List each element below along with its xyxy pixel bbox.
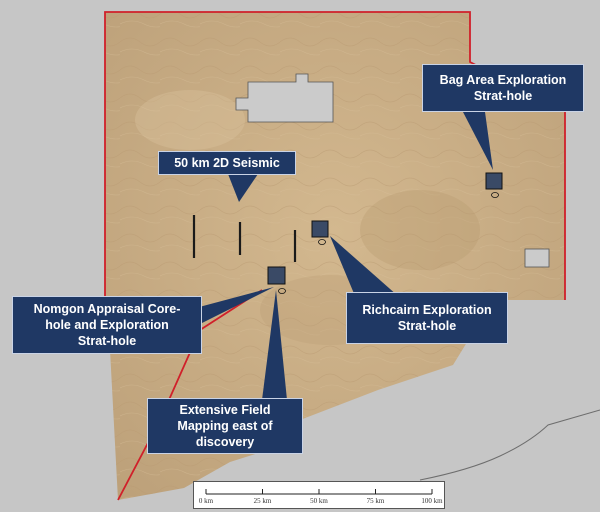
callout-text-line: Bag Area Exploration [439, 73, 567, 87]
scale-label: 50 km [310, 497, 328, 505]
callout-text-line: discovery [195, 435, 255, 449]
callout-pointer-mapping [262, 290, 287, 400]
callout-text-line: Nomgon Appraisal Core- [33, 302, 181, 316]
bag-area-drill-site [485, 172, 503, 190]
callout-seismic: 50 km 2D Seismic [158, 151, 296, 175]
callout-pointer-richcairn [330, 236, 398, 296]
terrain-texture [105, 12, 565, 500]
callout-richcairn: Richcairn Exploration Strat-hole [346, 292, 508, 344]
scale-label: 75 km [366, 497, 385, 505]
nomgon-drill-site [267, 266, 286, 285]
callout-pointer-bag [463, 112, 493, 170]
callout-text-line: Mapping east of [177, 419, 273, 433]
scale-bar: 0 km 25 km 50 km 75 km 100 km [193, 481, 445, 509]
callout-bag-area: Bag Area Exploration Strat-hole [422, 64, 584, 112]
terrain-patch [360, 190, 480, 270]
licence-boundary-south [117, 289, 263, 501]
callout-pointer-nomgon [188, 287, 274, 330]
richcairn-hole-marker [318, 239, 326, 245]
callout-text-line: Strat-hole [77, 334, 137, 348]
callout-text-line: Strat-hole [397, 319, 457, 333]
scale-bar-graphic [205, 489, 433, 495]
callout-field-mapping: Extensive Field Mapping east of discover… [147, 398, 303, 454]
callout-nomgon: Nomgon Appraisal Core- hole and Explorat… [12, 296, 202, 354]
callout-pointer-seismic [228, 174, 258, 202]
licence-boundary [104, 11, 566, 300]
richcairn-drill-site [311, 220, 329, 238]
callout-text-line: Extensive Field [179, 403, 271, 417]
scale-label: 25 km [253, 497, 272, 505]
callout-text-line: 50 km 2D Seismic [174, 156, 280, 170]
bag-area-hole-marker [491, 192, 499, 198]
exclusion-area-east [524, 248, 550, 268]
scale-label: 0 km [198, 497, 214, 505]
road-line [419, 409, 600, 481]
callout-text-line: Richcairn Exploration [362, 303, 492, 317]
callout-text-line: Strat-hole [473, 89, 533, 103]
callout-text-line: hole and Exploration [45, 318, 169, 332]
exclusion-area-north [235, 73, 334, 123]
scale-label: 100 km [421, 497, 443, 505]
nomgon-hole-marker [278, 288, 286, 294]
terrain-patch [135, 90, 245, 150]
